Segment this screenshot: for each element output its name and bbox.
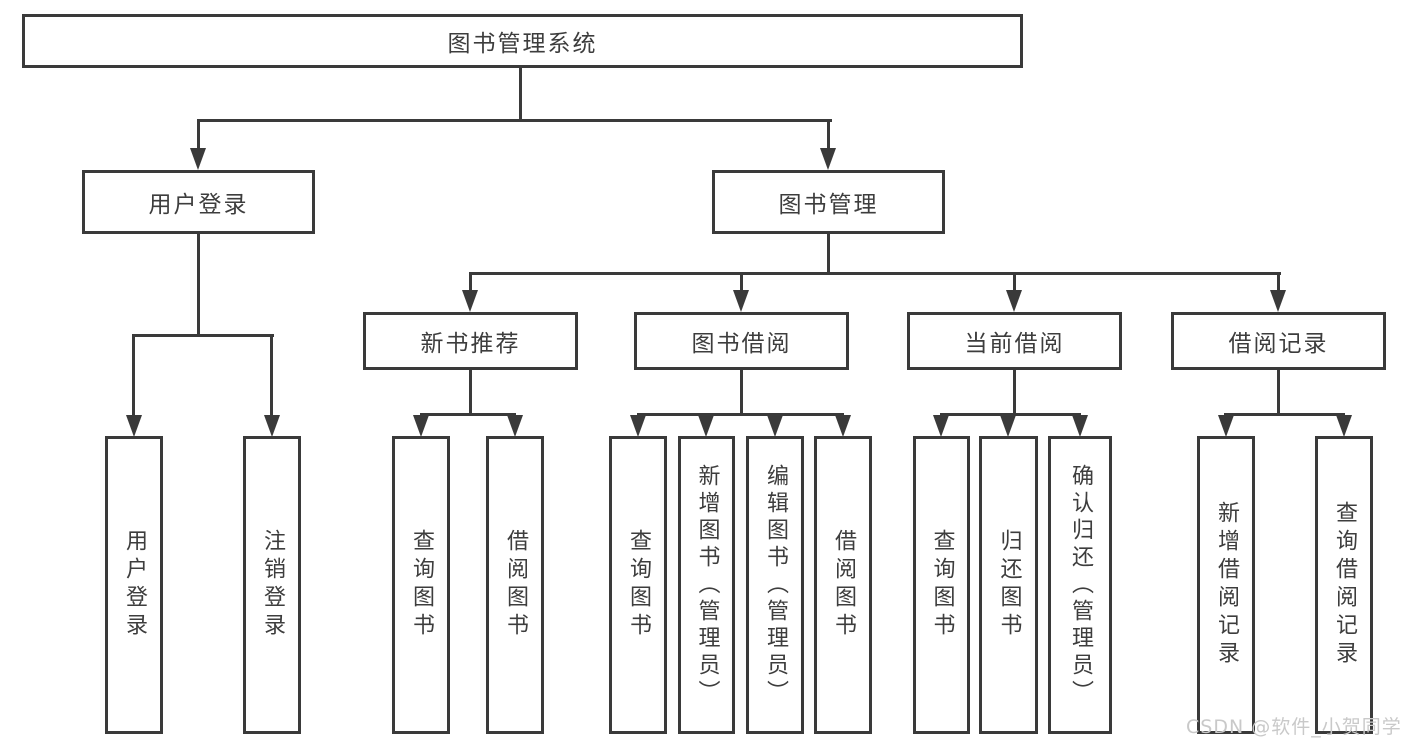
connector-leaf-splitter <box>1224 413 1345 416</box>
arrow-down-icon <box>413 415 429 437</box>
arrow-down-icon <box>507 415 523 437</box>
leaf-label: 新增借阅记录 <box>1214 501 1239 669</box>
leaf-label: 借阅图书 <box>831 529 856 641</box>
node-label: 用户登录 <box>148 192 249 218</box>
connector-stem <box>132 334 135 416</box>
leaf-label: 查询借阅记录 <box>1332 501 1357 669</box>
leaf-label: 借阅图书 <box>503 529 528 641</box>
node-user-login-branch: 用户登录 <box>82 170 315 234</box>
arrow-down-icon <box>820 148 836 170</box>
connector-user-login-splitter <box>132 334 274 337</box>
connector-trunk <box>469 370 472 416</box>
leaf-query-books-borrowing: 查询图书 <box>609 436 667 734</box>
node-label: 图书管理系统 <box>447 31 598 57</box>
node-book-management-system: 图书管理系统 <box>22 14 1023 68</box>
arrow-down-icon <box>1000 415 1016 437</box>
node-book-management-branch: 图书管理 <box>712 170 945 234</box>
leaf-label: 查询图书 <box>626 529 651 641</box>
leaf-query-books-current: 查询图书 <box>913 436 970 734</box>
connector-trunk <box>740 370 743 416</box>
leaf-add-books-admin: 新增图书（管理员） <box>678 436 735 734</box>
node-borrowing-records: 借阅记录 <box>1171 312 1386 370</box>
connector-level2-splitter <box>197 119 832 122</box>
arrow-down-icon <box>1336 415 1352 437</box>
leaf-borrow-books-recommend: 借阅图书 <box>486 436 544 734</box>
connector-stem <box>1277 272 1280 294</box>
connector-stem <box>740 272 743 294</box>
arrow-down-icon <box>264 415 280 437</box>
connector-stem <box>469 272 472 294</box>
arrow-down-icon <box>733 290 749 312</box>
connector-leaf-splitter <box>637 413 844 416</box>
node-label: 借阅记录 <box>1228 331 1329 357</box>
leaf-return-books: 归还图书 <box>979 436 1038 734</box>
arrow-down-icon <box>1270 290 1286 312</box>
csdn-watermark: CSDN @软件_小贺同学 <box>1186 716 1402 738</box>
node-label: 图书管理 <box>778 192 879 218</box>
arrow-down-icon <box>190 148 206 170</box>
leaf-label: 用户登录 <box>122 529 147 641</box>
leaf-query-borrow-record: 查询借阅记录 <box>1315 436 1373 734</box>
leaf-edit-books-admin: 编辑图书（管理员） <box>746 436 804 734</box>
node-new-book-recommend: 新书推荐 <box>363 312 578 370</box>
connector-stem <box>270 334 273 416</box>
connector-book-mgmt-trunk <box>827 233 830 275</box>
node-label: 新书推荐 <box>420 331 521 357</box>
connector-user-login-trunk <box>197 233 200 337</box>
connector-trunk <box>1277 370 1280 416</box>
leaf-borrow-books: 借阅图书 <box>814 436 872 734</box>
arrow-down-icon <box>630 415 646 437</box>
leaf-add-borrow-record: 新增借阅记录 <box>1197 436 1255 734</box>
leaf-label: 注销登录 <box>260 529 285 641</box>
connector-root-trunk <box>519 68 522 122</box>
node-current-borrowing: 当前借阅 <box>907 312 1122 370</box>
leaf-query-books-recommend: 查询图书 <box>392 436 450 734</box>
leaf-logout: 注销登录 <box>243 436 301 734</box>
connector-leaf-splitter <box>940 413 1081 416</box>
node-label: 当前借阅 <box>964 331 1065 357</box>
leaf-confirm-return-admin: 确认归还（管理员） <box>1048 436 1112 734</box>
arrow-down-icon <box>1218 415 1234 437</box>
connector-user-login-stem <box>197 119 200 151</box>
leaf-label: 查询图书 <box>929 529 955 641</box>
arrow-down-icon <box>462 290 478 312</box>
leaf-label: 确认归还（管理员） <box>1068 463 1093 707</box>
arrow-down-icon <box>126 415 142 437</box>
leaf-user-login: 用户登录 <box>105 436 163 734</box>
arrow-down-icon <box>1072 415 1088 437</box>
connector-leaf-splitter <box>420 413 516 416</box>
node-label: 图书借阅 <box>691 331 792 357</box>
arrow-down-icon <box>698 415 714 437</box>
node-book-borrowing: 图书借阅 <box>634 312 849 370</box>
connector-book-mgmt-stem <box>827 119 830 151</box>
connector-trunk <box>1013 370 1016 416</box>
arrow-down-icon <box>767 415 783 437</box>
connector-level3-splitter <box>469 272 1281 275</box>
leaf-label: 新增图书（管理员） <box>694 463 720 707</box>
leaf-label: 查询图书 <box>409 529 434 641</box>
arrow-down-icon <box>835 415 851 437</box>
leaf-label: 编辑图书（管理员） <box>763 463 788 707</box>
connector-stem <box>1013 272 1016 294</box>
arrow-down-icon <box>933 415 949 437</box>
leaf-label: 归还图书 <box>996 529 1022 641</box>
arrow-down-icon <box>1006 290 1022 312</box>
